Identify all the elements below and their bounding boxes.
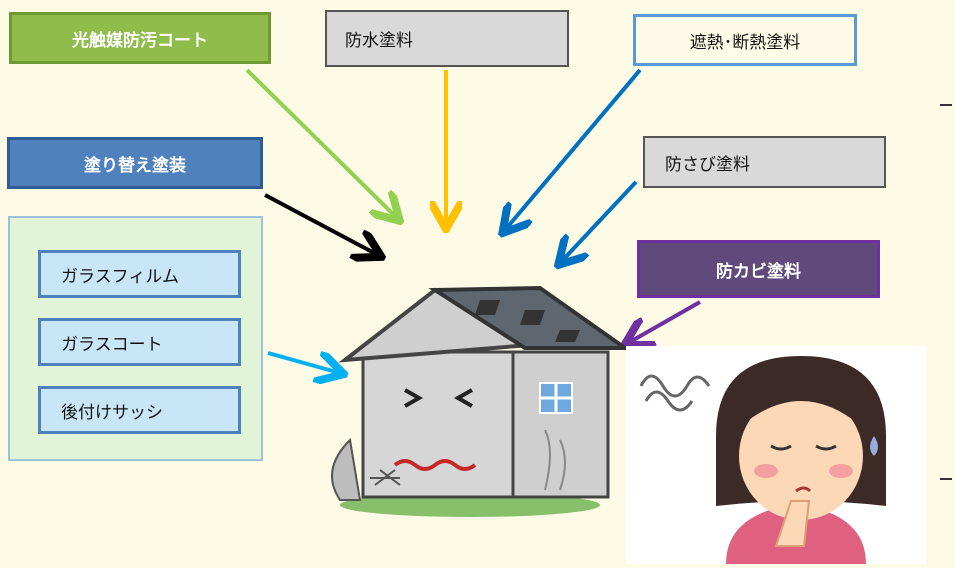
label-text: 防水塗料	[345, 31, 413, 51]
glass-options-panel: ガラスフィルム ガラスコート 後付けサッシ	[8, 216, 263, 461]
glass-film-label: ガラスフィルム	[61, 266, 179, 287]
sad-house-illustration	[331, 285, 632, 517]
label-photocatalyst-coat: 光触媒防汚コート	[9, 12, 271, 64]
glass-film-item: ガラスフィルム	[38, 250, 241, 298]
retrofit-sash-label: 後付けサッシ	[61, 402, 163, 423]
label-text: 防さび塗料	[665, 154, 750, 175]
edge-dash	[940, 104, 952, 106]
glass-coat-label: ガラスコート	[61, 334, 163, 355]
label-anti-mold-paint: 防カビ塗料	[637, 240, 880, 298]
glass-coat-item: ガラスコート	[38, 318, 241, 366]
label-text: 光触媒防汚コート	[72, 30, 208, 51]
label-text: 遮熱･断熱塗料	[689, 32, 801, 53]
arrow-anti-mold	[628, 300, 701, 343]
arrow-anti-rust	[561, 180, 638, 262]
label-heat-insulation-paint: 遮熱･断熱塗料	[633, 14, 857, 66]
edge-dash	[940, 478, 952, 480]
retrofit-sash-item: 後付けサッシ	[38, 386, 241, 434]
label-text: 防カビ塗料	[716, 261, 801, 282]
arrow-repaint	[264, 193, 378, 255]
label-waterproof-paint: 防水塗料	[325, 10, 569, 67]
worried-woman-illustration	[639, 356, 886, 564]
label-text: 塗り替え塗装	[84, 155, 186, 176]
label-repaint: 塗り替え塗装	[7, 137, 263, 189]
label-anti-rust-paint: 防さび塗料	[643, 136, 886, 188]
arrow-glass	[267, 351, 340, 373]
worried-woman-panel	[626, 346, 926, 564]
arrow-photocatalyst	[245, 68, 397, 218]
arrow-heat-insulation	[505, 68, 642, 230]
